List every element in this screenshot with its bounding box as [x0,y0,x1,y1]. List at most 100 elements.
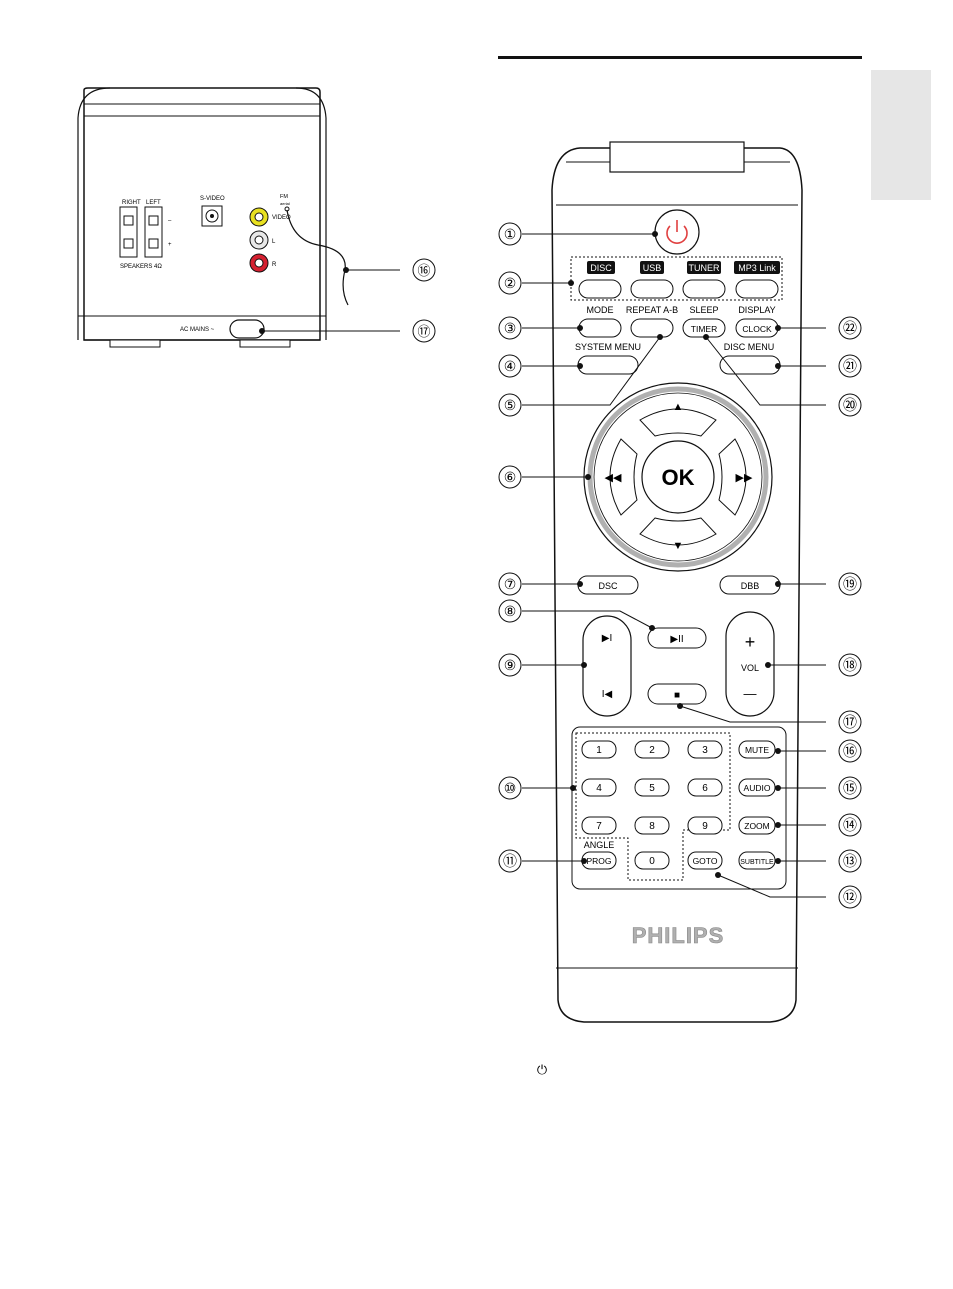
audio-button[interactable] [738,778,776,797]
up-icon: ▲ [673,401,684,413]
section-rule [498,56,862,59]
dsc-label: DSC [598,581,618,591]
digit-9-button[interactable] [687,816,723,835]
language-tab [871,70,931,200]
digit-3-button[interactable] [687,740,723,759]
callout-7: ⑦ [504,576,517,592]
digit-8-label: 8 [649,821,655,832]
callout-3: ③ [504,320,517,336]
clock-label: CLOCK [742,324,772,334]
zoom-label: ZOOM [744,821,770,831]
system-menu-button[interactable] [577,355,639,375]
digit-5-button[interactable] [634,778,670,797]
previous-icon: I◀ [602,689,613,700]
digit-2-label: 2 [649,745,655,756]
mp3-label: MP3 Link [738,263,776,273]
digit-7-label: 7 [596,821,602,832]
usb-button[interactable] [630,279,674,299]
callout-13: ⑬ [843,853,857,869]
disc-menu-button[interactable] [719,355,781,375]
down-icon: ▼ [673,540,684,552]
next-icon: ▶I [602,633,612,644]
angle-label: ANGLE [584,840,615,850]
ok-button[interactable] [641,440,715,514]
callout-16-rear: ⑯ [417,263,430,278]
digit-6-button[interactable] [687,778,723,797]
digit-7-button[interactable] [581,816,617,835]
vol-plus-icon: + [745,632,756,652]
ac-mains-label: AC MAINS ~ [180,327,215,333]
skip-rocker[interactable] [582,615,632,717]
digit-9-label: 9 [702,821,708,832]
callout-17-rear: ⑰ [417,324,430,339]
audio-label: AUDIO [744,783,771,793]
subtitle-button[interactable] [738,851,776,870]
speaker-right-label: RIGHT [122,200,141,206]
callout-10: ⑩ [504,780,517,796]
callout-dots [568,231,781,878]
disc-label: DISC [590,263,612,273]
tuner-label: TUNER [689,263,720,273]
callout-22: ㉒ [843,320,857,336]
speaker-left-label: LEFT [146,200,161,206]
r-label: R [272,262,277,268]
stop-button[interactable] [647,683,707,705]
display-label: DISPLAY [738,305,775,315]
digit-0-label: 0 [649,856,655,867]
callout-1: ① [504,226,517,242]
callout-11: ⑪ [503,853,517,869]
stop-icon: ■ [674,690,680,701]
nav-right-button[interactable] [718,438,747,516]
callout-16: ⑯ [843,743,857,759]
fast-forward-icon: ▶▶ [736,472,753,484]
mute-label: MUTE [745,745,769,755]
digit-5-label: 5 [649,783,655,794]
plus-mark: + [168,242,172,248]
digit-1-button[interactable] [581,740,617,759]
callout-12: ⑫ [843,889,857,905]
callout-6: ⑥ [504,469,517,485]
l-label: L [272,239,276,245]
play-pause-button[interactable] [647,627,707,649]
subtitle-label: SUBTITLE [740,859,774,866]
callout-numbers-right: ⑫ ⑬ ⑭ ⑮ ⑯ ⑰ ⑱ ⑲ ⑳ ㉑ ㉒ [838,316,862,909]
repeat-label: REPEAT A-B [626,305,678,315]
goto-button[interactable] [687,851,723,870]
volume-rocker[interactable] [725,611,775,717]
tuner-button[interactable] [682,279,726,299]
callout-15: ⑮ [843,780,857,796]
callouts [522,233,826,898]
repeat-button[interactable] [630,318,674,338]
goto-label: GOTO [693,856,718,866]
disc-button[interactable] [578,279,622,299]
digit-6-label: 6 [702,783,708,794]
digit-4-button[interactable] [581,778,617,797]
callout-4: ④ [504,358,517,374]
callout-14: ⑭ [843,817,857,833]
video-label: VIDEO [272,215,291,221]
system-menu-label: SYSTEM MENU [575,342,641,352]
sleep-label: SLEEP [689,305,718,315]
remote-control: DISC USB TUNER MP3 Link MODE REPEAT A-B … [551,141,803,1023]
nav-left-button[interactable] [609,438,638,516]
mute-button[interactable] [738,740,776,759]
mode-label: MODE [587,305,614,315]
rewind-icon: ◀◀ [605,472,622,484]
speakers-label: SPEAKERS 4Ω [120,264,162,270]
mp3-button[interactable] [735,279,779,299]
digit-2-button[interactable] [634,740,670,759]
digit-8-button[interactable] [634,816,670,835]
zoom-button[interactable] [738,816,776,835]
nav-up-button[interactable] [639,408,717,437]
mode-button[interactable] [578,318,622,338]
minus-mark: – [168,218,172,224]
digit-0-button[interactable] [634,851,670,870]
usb-label: USB [643,263,662,273]
callout-numbers-left: ① ② ③ ④ ⑤ ⑥ ⑦ ⑧ ⑨ ⑩ ⑪ [498,222,522,873]
callout-19: ⑲ [843,576,857,592]
play-pause-icon: ▶II [670,634,683,645]
callout-18: ⑱ [843,657,857,673]
nav-down-button[interactable] [639,517,717,546]
